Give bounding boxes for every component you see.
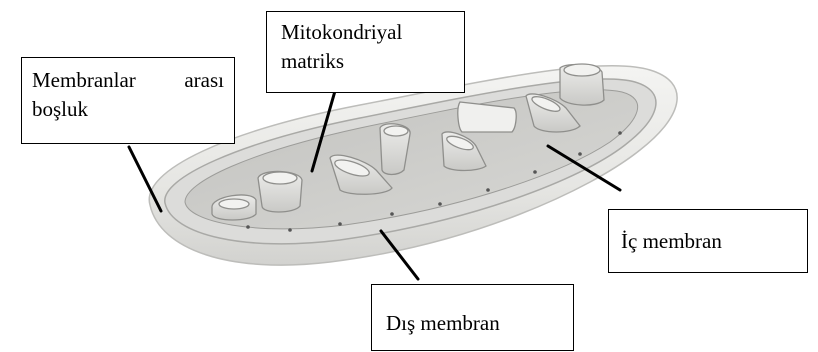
label-outer-membrane-text: Dış membran xyxy=(386,309,573,338)
label-matrix-line-1: Mitokondriyal xyxy=(281,18,450,47)
label-intermembrane-space: Membranlar arası boşluk xyxy=(21,57,235,144)
label-inner-membrane: İç membran xyxy=(608,209,808,273)
leader-line-intermembrane xyxy=(129,147,161,211)
label-mitochondrial-matrix: Mitokondriyal matriks xyxy=(266,11,465,93)
label-intermembrane-line-1: Membranlar arası xyxy=(32,66,224,95)
label-matrix-line-2: matriks xyxy=(281,47,450,76)
label-outer-membrane: Dış membran xyxy=(371,284,574,351)
label-intermembrane-line-2: boşluk xyxy=(32,95,224,124)
label-inner-membrane-text: İç membran xyxy=(621,227,807,256)
